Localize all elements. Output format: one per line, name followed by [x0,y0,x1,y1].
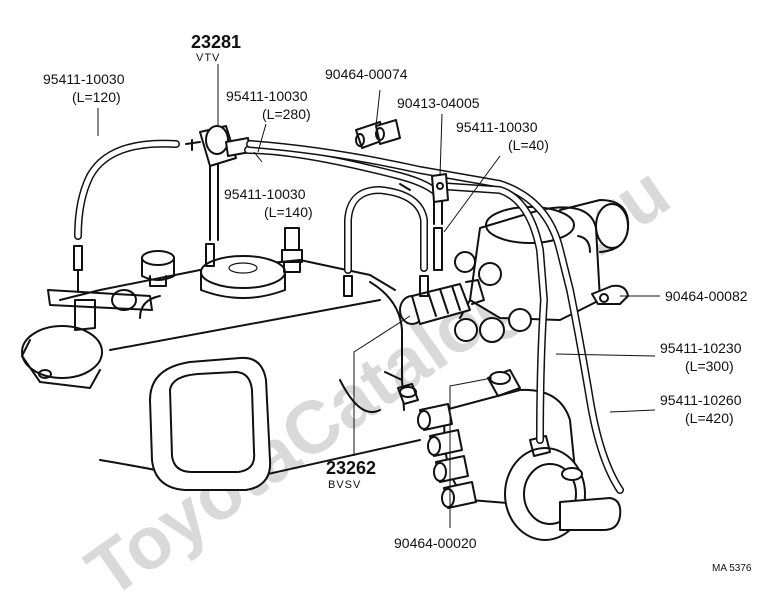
hose-l40-length: (L=40) [508,137,549,153]
vacuum-advance-unit [504,435,622,541]
figure-code: MA 5376 [712,563,752,574]
hose-l280-number: 95411-10030 [226,88,308,104]
hose-l120-length: (L=120) [72,89,121,105]
sensor-plug [281,227,303,273]
vtv-valve [185,125,251,167]
hose-fitting-junction [431,173,449,203]
bvsv-part-number: 23262 [326,458,376,478]
hose-l420-number: 95411-10260 [660,392,742,408]
hose-l280-length: (L=280) [262,106,311,122]
hose-l140-number: 95411-10030 [224,186,306,202]
clip-00082-number: 90464-00082 [665,288,748,304]
oil-filler-cap [141,250,175,287]
left-vacuum-actuator [21,289,153,389]
bvsv-label: BVSV [328,479,361,491]
air-cleaner [200,255,286,299]
hose-l40-number: 95411-10030 [456,119,538,135]
hose-l300-length: (L=300) [685,358,734,374]
clip-00074-number: 90464-00074 [325,66,408,82]
engine-illustration [21,119,630,541]
hose-l120-number: 95411-10030 [43,71,125,87]
vtv-part-number: 23281 [191,32,241,52]
clip-00020-number: 90464-00020 [394,535,477,551]
hose-clip-top [355,119,401,149]
bvsv-valve [399,279,485,325]
hose-l420-length: (L=420) [685,410,734,426]
vtv-label: VTV [196,52,220,64]
right-bracket [591,284,629,305]
fitting-04005-number: 90413-04005 [397,95,480,111]
front-cover [149,356,272,491]
mounting-bolt [397,383,419,405]
leader-lines [97,64,660,528]
hose-l300-number: 95411-10230 [660,340,742,356]
part-labels: 95411-10030 (L=120) 23281 VTV 95411-1003… [43,32,752,574]
hose-l140-length: (L=140) [264,204,313,220]
vacuum-hoses [73,125,624,494]
